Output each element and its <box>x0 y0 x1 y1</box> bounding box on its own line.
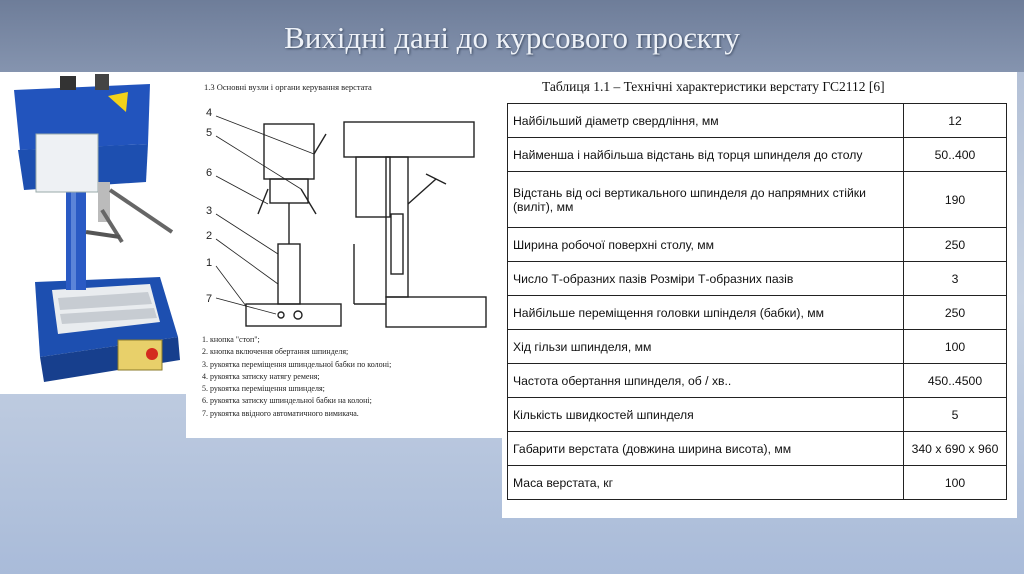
param-cell: Маса верстата, кг <box>507 465 904 500</box>
table-caption: Таблиця 1.1 – Технічні характеристики ве… <box>542 79 885 94</box>
title-band <box>0 0 1024 72</box>
value-cell: 450..4500 <box>903 363 1007 398</box>
callout-6: 6 <box>206 167 212 179</box>
param-cell: Відстань від осі вертикального шпинделя … <box>507 171 904 228</box>
param-cell: Найменша і найбільша відстань від торця … <box>507 137 904 172</box>
param-cell: Найбільше переміщення головки шпінделя (… <box>507 295 904 330</box>
legend-item: 3. рукоятка переміщення шпиндельної бабк… <box>202 359 392 369</box>
legend-item: 2. кнопка включення обертання шпинделя; <box>202 347 349 357</box>
param-cell: Габарити верстата (довжина ширина висота… <box>507 431 904 466</box>
value-cell: 190 <box>903 171 1007 228</box>
value-cell: 3 <box>903 261 1007 296</box>
value-cell: 50..400 <box>903 137 1007 172</box>
value-cell: 5 <box>903 397 1007 432</box>
legend-item: 5. рукоятка переміщення шпинделя; <box>202 384 325 394</box>
diagram-caption: 1.3 Основні вузли і органи керування вер… <box>204 82 372 92</box>
table-row: Найменша і найбільша відстань від торця … <box>507 137 1007 172</box>
diagram-legend: 1. кнопка "стоп"; 2. кнопка включення об… <box>202 334 391 420</box>
specs-panel: Таблиця 1.1 – Технічні характеристики ве… <box>502 72 1017 518</box>
callout-4: 4 <box>206 107 212 119</box>
table-row: Відстань від осі вертикального шпинделя … <box>507 171 1007 228</box>
value-cell: 250 <box>903 295 1007 330</box>
param-cell: Частота обертання шпинделя, об / хв.. <box>507 363 904 398</box>
diagram-drawing: 4 5 6 3 2 1 7 <box>206 107 487 328</box>
legend-item: 6. рукоятка затиску шпиндельної бабки на… <box>202 396 372 406</box>
param-cell: Найбільший діаметр свердління, мм <box>507 103 904 138</box>
callout-5: 5 <box>206 127 212 139</box>
param-cell: Ширина робочої поверхні столу, мм <box>507 227 904 262</box>
drill-press-illustration <box>14 74 180 382</box>
callout-1: 1 <box>206 257 212 269</box>
table-row: Найбільше переміщення головки шпінделя (… <box>507 295 1007 330</box>
param-cell: Хід гільзи шпинделя, мм <box>507 329 904 364</box>
value-cell: 100 <box>903 329 1007 364</box>
table-row: Габарити верстата (довжина ширина висота… <box>507 431 1007 466</box>
value-cell: 250 <box>903 227 1007 262</box>
machine-photo <box>0 72 186 394</box>
callout-2: 2 <box>206 230 212 242</box>
value-cell: 12 <box>903 103 1007 138</box>
slide-title: Вихідні дані до курсового проєкту <box>284 20 740 55</box>
param-cell: Кількість швидкостей шпинделя <box>507 397 904 432</box>
param-cell: Число Т-образних пазів Розміри Т-образни… <box>507 261 904 296</box>
legend-item: 1. кнопка "стоп"; <box>202 335 260 344</box>
value-cell: 100 <box>903 465 1007 500</box>
table-row: Число Т-образних пазів Розміри Т-образни… <box>507 261 1007 296</box>
machine-diagram: 1.3 Основні вузли і органи керування вер… <box>186 72 502 438</box>
legend-item: 7. рукоятка ввідного автоматичного вимик… <box>202 408 359 418</box>
legend-item: 4. рукоятка затиску натягу ременя; <box>202 371 320 381</box>
callout-7: 7 <box>206 293 212 305</box>
value-cell: 340 х 690 х 960 <box>903 431 1007 466</box>
callout-3: 3 <box>206 205 212 217</box>
table-row: Частота обертання шпинделя, об / хв..450… <box>507 363 1007 398</box>
